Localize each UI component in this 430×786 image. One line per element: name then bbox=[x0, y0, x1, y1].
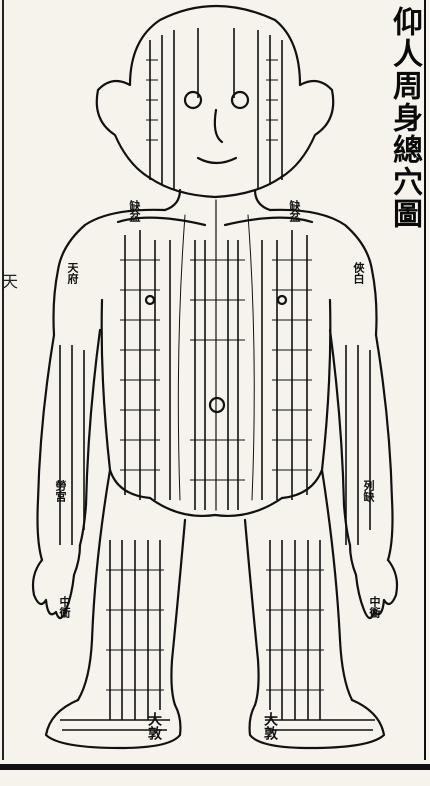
right-shoulder-point-label: 缺盆 bbox=[288, 200, 300, 222]
point-label-texture bbox=[60, 28, 375, 730]
right-leg-outline bbox=[245, 470, 352, 705]
bottom-border-band bbox=[0, 760, 430, 786]
nose bbox=[215, 110, 222, 142]
meridian-line-left bbox=[178, 215, 185, 500]
right-lower-arm-point-label: 列缺 bbox=[362, 480, 374, 502]
meridian-line-right bbox=[248, 215, 254, 500]
left-shoulder-point-label: 缺盆 bbox=[128, 200, 140, 222]
head-outline bbox=[97, 6, 333, 197]
left-leg-outline bbox=[78, 470, 185, 705]
right-foot-point-label: 大敦 bbox=[262, 712, 277, 740]
right-nipple bbox=[278, 296, 286, 304]
left-lower-arm-point-label: 勞宮 bbox=[54, 480, 66, 502]
left-nipple bbox=[146, 296, 154, 304]
right-hand-point-label: 中衝 bbox=[368, 596, 380, 618]
left-upper-arm-point-label: 天府 bbox=[66, 262, 78, 284]
navel bbox=[210, 398, 224, 412]
left-arm-outline bbox=[38, 330, 101, 560]
mouth bbox=[198, 158, 236, 163]
human-figure-illustration bbox=[0, 0, 430, 760]
right-upper-arm-point-label: 俠白 bbox=[352, 262, 364, 284]
left-hand-point-label: 中衝 bbox=[58, 596, 70, 618]
right-arm-outline bbox=[330, 330, 393, 560]
neck-outline bbox=[165, 190, 270, 210]
left-foot-point-label: 大敦 bbox=[146, 712, 161, 740]
